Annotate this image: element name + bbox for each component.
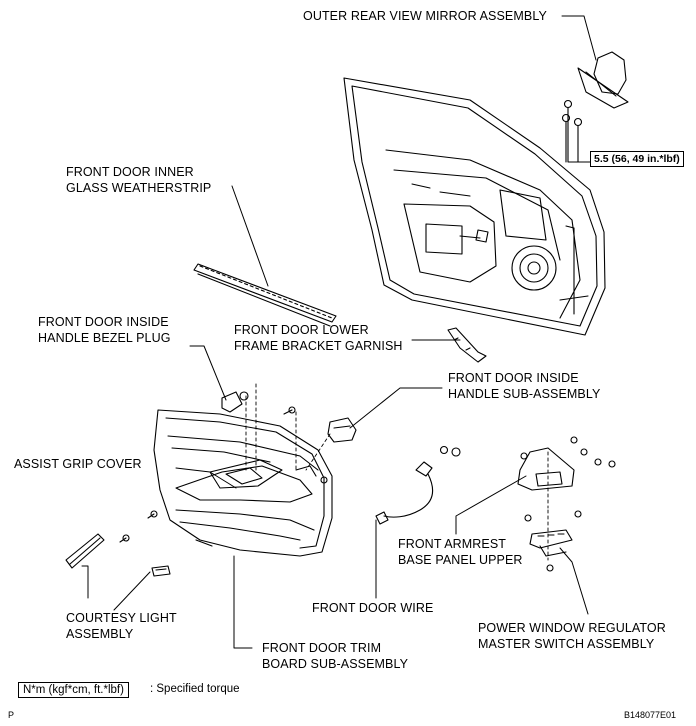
weatherstrip-label-line1: FRONT DOOR INNER <box>66 165 194 179</box>
screws-drawing <box>119 406 461 543</box>
figure-code: B148077E01 <box>624 710 677 720</box>
torque-value: 5.5 (56, 49 in.*lbf) <box>590 151 684 167</box>
courtesy-light-label-line1: COURTESY LIGHT <box>66 611 177 625</box>
corner-left-mark: P <box>8 710 15 720</box>
assist-grip-drawing <box>65 533 105 569</box>
legend-text: : Specified torque <box>150 683 240 695</box>
weatherstrip-label-line2: GLASS WEATHERSTRIP <box>66 181 212 195</box>
legend-units-box: N*m (kgf*cm, ft.*lbf) <box>18 682 129 698</box>
trim-board-label-line2: BOARD SUB-ASSEMBLY <box>262 657 409 671</box>
door-frame-drawing <box>343 77 606 336</box>
inside-handle-label-line2: HANDLE SUB-ASSEMBLY <box>448 387 601 401</box>
bezel-plug-label-line2: HANDLE BEZEL PLUG <box>38 331 171 345</box>
assist-grip-label: ASSIST GRIP COVER <box>14 457 142 471</box>
door-wire-label: FRONT DOOR WIRE <box>312 601 434 615</box>
power-window-switch-drawing <box>529 529 573 557</box>
courtesy-light-drawing <box>151 565 171 577</box>
mirror-drawing <box>561 51 629 163</box>
power-window-label-line1: POWER WINDOW REGULATOR <box>478 621 666 635</box>
courtesy-light-label-line2: ASSEMBLY <box>66 627 134 641</box>
bezel-plug-drawing <box>221 391 249 413</box>
weatherstrip-drawing <box>193 263 337 327</box>
armrest-label-line1: FRONT ARMREST <box>398 537 507 551</box>
door-wire-drawing <box>375 461 434 525</box>
garnish-label-line1: FRONT DOOR LOWER <box>234 323 369 337</box>
mirror-label: OUTER REAR VIEW MIRROR ASSEMBLY <box>303 9 547 23</box>
leader-lines <box>81 15 597 649</box>
armrest-label-line2: BASE PANEL UPPER <box>398 553 523 567</box>
armrest-panel-drawing <box>517 436 616 572</box>
inside-handle-label-line1: FRONT DOOR INSIDE <box>448 371 579 385</box>
trim-board-drawing <box>153 409 333 557</box>
bezel-plug-label-line1: FRONT DOOR INSIDE <box>38 315 169 329</box>
power-window-label-line2: MASTER SWITCH ASSEMBLY <box>478 637 655 651</box>
garnish-drawing <box>447 327 487 363</box>
trim-board-label-line1: FRONT DOOR TRIM <box>262 641 382 655</box>
alignment-lines <box>245 383 549 561</box>
inside-handle-drawing <box>327 417 357 443</box>
garnish-label-line2: FRAME BRACKET GARNISH <box>234 339 403 353</box>
